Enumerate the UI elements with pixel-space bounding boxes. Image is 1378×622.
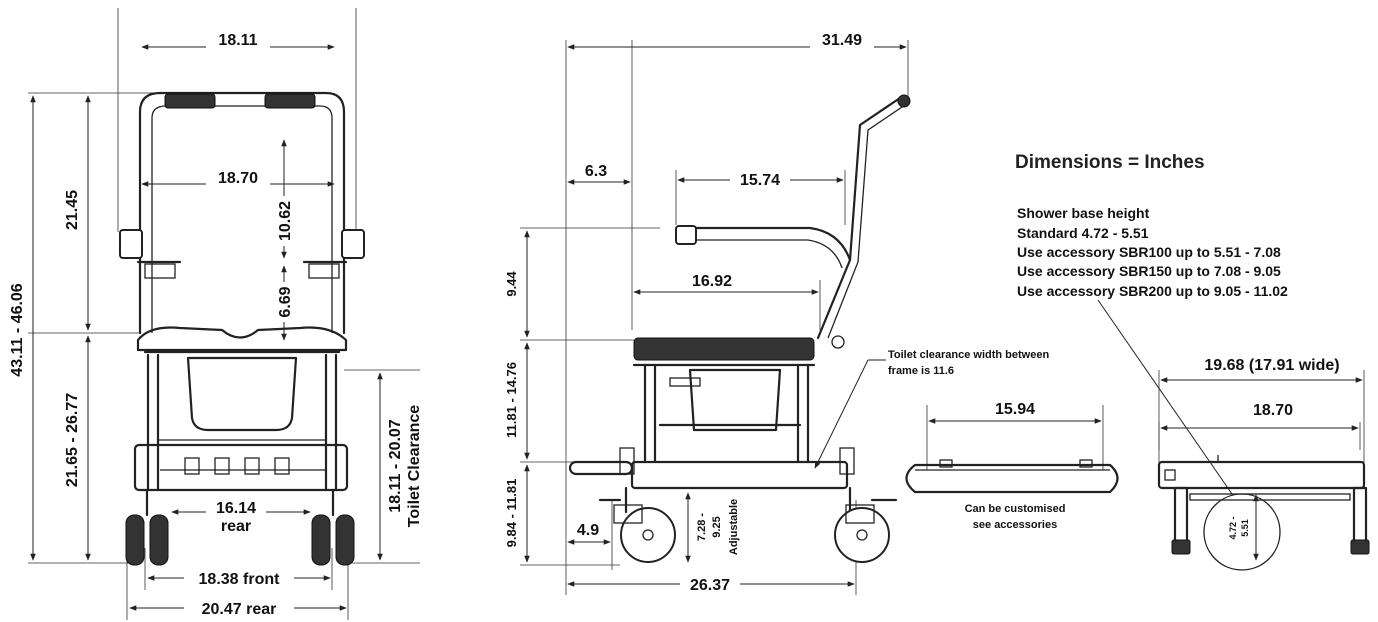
front-view: 18.11 18.70 43.11 - 46.06 21.45 21.65 - … [9,8,424,620]
legend-line-2: Standard 4.72 - 5.51 [1017,225,1149,241]
rear-width-label: 20.47 rear [202,601,277,618]
toilet-clearance-value: 18.11 - 20.07 [387,419,404,513]
adjustable-value-2: 9.25 [711,516,723,537]
adjustable-label: Adjustable [728,499,740,555]
back-height-label: 21.45 [64,190,81,230]
rear-track-value: 16.14 [216,500,256,517]
inner-width-label: 18.70 [218,170,258,187]
backrest-height-label: 10.62 [277,201,294,241]
toilet-clearance-label: Toilet Clearance [406,405,423,528]
overall-length-label: 31.49 [822,32,862,49]
front-width-label: 18.38 front [199,571,281,588]
base-outer-label: 19.68 (17.91 wide) [1204,357,1339,374]
clearance-note-line2: frame is 11.6 [888,365,954,377]
rear-track-label: rear [221,518,251,535]
cushion-width-label: 15.94 [995,401,1035,418]
seat-height-label: 21.65 - 26.77 [64,393,81,487]
armrest-length-label: 15.74 [740,172,780,189]
seat-width-label: 18.11 [218,32,257,49]
armrest-height-label: 6.69 [277,286,294,317]
base-view: 19.68 (17.91 wide) 18.70 4.72 - 5.51 [1097,299,1370,571]
base-length-label: 26.37 [690,577,730,594]
cushion-note-line1: Can be customised [965,503,1066,515]
base-height-value-2: 5.51 [1240,519,1250,537]
cushion-view: 15.94 Can be customised see accessories [905,401,1119,531]
side-view: 31.49 6.3 15.74 16.92 9.44 11.81 - 14.76… [504,30,1049,595]
legend-line-4: Use accessory SBR150 up to 7.08 - 9.05 [1017,263,1281,279]
legend-title: Dimensions = Inches [1015,152,1205,173]
adjustable-value-1: 7.28 - [696,513,708,541]
legend: Dimensions = Inches Shower base height S… [1015,152,1288,299]
arm-height-label: 9.44 [504,271,519,297]
legend-line-1: Shower base height [1017,205,1150,221]
base-height-value-1: 4.72 - [1228,516,1238,539]
wheel-offset-label: 4.9 [577,522,599,539]
seat-frame-height-label: 11.81 - 14.76 [504,362,519,438]
clearance-note-line1: Toilet clearance width between [888,349,1049,361]
total-height-label: 43.11 - 46.06 [9,283,26,377]
legend-line-3: Use accessory SBR100 up to 5.51 - 7.08 [1017,244,1281,260]
cushion-note-line2: see accessories [973,519,1057,531]
seat-offset-label: 6.3 [585,163,607,180]
base-inner-label: 18.70 [1253,402,1293,419]
seat-depth-label: 16.92 [692,273,732,290]
legend-line-5: Use accessory SBR200 up to 9.05 - 11.02 [1017,283,1288,299]
base-height-label: 9.84 - 11.81 [504,479,519,548]
